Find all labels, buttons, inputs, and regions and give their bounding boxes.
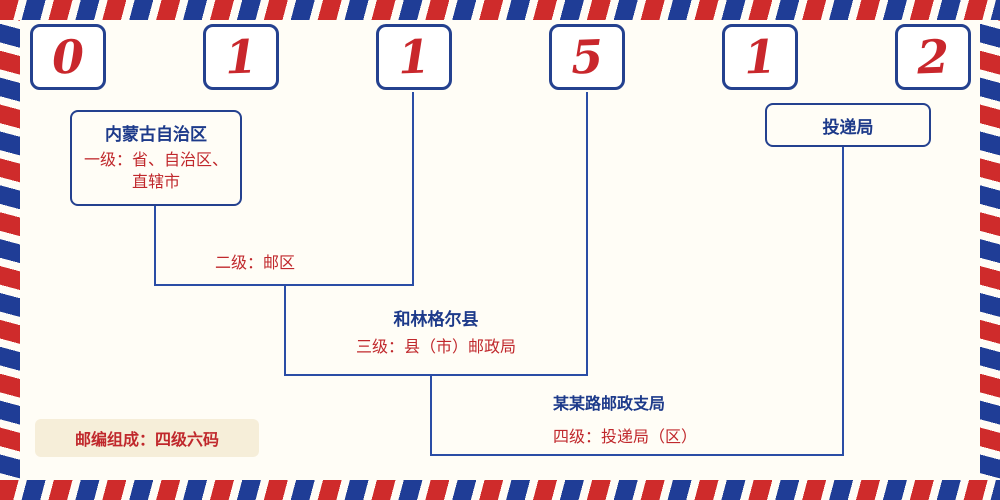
digit-2: 1 xyxy=(224,29,258,85)
connector-level4-horizontal xyxy=(430,454,844,456)
airmail-border-bottom xyxy=(0,480,1000,500)
digit-4: 5 xyxy=(570,29,604,85)
digit-box-2: 1 xyxy=(203,24,279,90)
level1-place-name: 内蒙古自治区 xyxy=(105,125,207,145)
level3-place-name: 和林格尔县 xyxy=(393,310,479,330)
airmail-border-right xyxy=(980,0,1000,500)
level4-place-name: 某某路邮政支局 xyxy=(553,394,666,413)
connector-level4-vertical-left xyxy=(430,376,432,456)
digit-box-6: 2 xyxy=(895,24,971,90)
level4-label: 某某路邮政支局 四级：投递局（区） xyxy=(553,390,697,448)
digit-box-4: 5 xyxy=(549,24,625,90)
airmail-border-top xyxy=(0,0,1000,20)
connector-level3-horizontal xyxy=(284,374,588,376)
digit-6: 2 xyxy=(916,29,950,85)
level4-description: 四级：投递局（区） xyxy=(553,427,698,446)
connector-level4-vertical-right xyxy=(842,147,844,456)
delivery-office-box: 投递局 xyxy=(765,103,931,147)
level1-box: 内蒙古自治区 一级：省、自治区、直辖市 xyxy=(70,110,242,206)
level3-label: 和林格尔县 三级：县（市）邮政局 xyxy=(300,305,572,358)
airmail-border-left xyxy=(0,0,20,500)
digit-box-3: 1 xyxy=(376,24,452,90)
level2-description: 二级：邮区 xyxy=(214,253,295,272)
digit-5: 1 xyxy=(743,29,777,85)
digit-box-1: 0 xyxy=(30,24,106,90)
delivery-office-label: 投递局 xyxy=(822,117,874,138)
level1-description: 一级：省、自治区、直辖市 xyxy=(83,150,228,191)
connector-level1-vertical xyxy=(154,206,156,286)
connector-level3-vertical-right xyxy=(586,92,588,376)
level2-label: 二级：邮区 xyxy=(180,252,330,274)
level3-description: 三级：县（市）邮政局 xyxy=(355,337,516,356)
digit-1: 0 xyxy=(51,29,85,85)
digit-3: 1 xyxy=(397,29,431,85)
connector-level3-vertical-left xyxy=(284,286,286,376)
composition-note: 邮编组成：四级六码 xyxy=(35,419,259,457)
connector-level2-horizontal xyxy=(154,284,414,286)
connector-level2-vertical xyxy=(412,92,414,286)
composition-note-text: 邮编组成：四级六码 xyxy=(74,430,219,449)
digit-box-5: 1 xyxy=(722,24,798,90)
